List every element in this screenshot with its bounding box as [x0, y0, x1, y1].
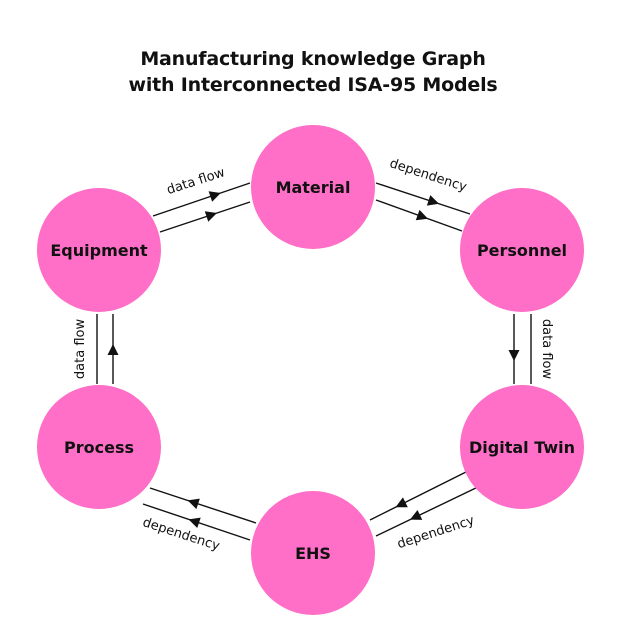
node-process[interactable]: Process [37, 385, 161, 509]
edge-label: data flow [73, 319, 88, 380]
edge-process-to-equipment: data flow [73, 314, 119, 384]
node-label: Personnel [477, 241, 567, 260]
arrowhead-icon [415, 209, 429, 221]
edge-line [152, 182, 251, 217]
edge-line [369, 469, 471, 521]
node-circle[interactable] [37, 188, 161, 312]
arrowhead-icon [395, 497, 408, 508]
diagram-title: Manufacturing knowledge Graph with Inter… [0, 46, 626, 98]
node-circle[interactable] [251, 491, 375, 615]
node-label: Equipment [50, 241, 148, 260]
arrowhead-icon [188, 517, 201, 529]
node-circle[interactable] [251, 125, 375, 249]
edge-label: dependency [396, 513, 477, 552]
edge-digital_twin-to-ehs: dependency [369, 469, 481, 552]
arrowhead-icon [409, 509, 423, 520]
edge-personnel-to-digital_twin: data flow [508, 314, 554, 384]
arrowhead-icon [204, 211, 217, 222]
node-circle[interactable] [37, 385, 161, 509]
title-line-1: Manufacturing knowledge Graph [140, 48, 486, 70]
edge-label: dependency [141, 515, 222, 554]
node-label: Digital Twin [469, 438, 575, 457]
edge-line [159, 201, 251, 233]
node-circle[interactable] [460, 188, 584, 312]
node-label: Process [64, 438, 134, 457]
edge-label: data flow [539, 319, 554, 380]
arrowhead-icon [426, 195, 440, 206]
edge-line [149, 487, 257, 524]
node-personnel[interactable]: Personnel [460, 188, 584, 312]
node-equipment[interactable]: Equipment [37, 188, 161, 312]
arrowhead-icon [208, 191, 221, 202]
edge-material-to-personnel: dependency [375, 156, 471, 232]
edge-line [375, 485, 481, 537]
node-label: Material [276, 178, 351, 197]
edge-ehs-to-process: dependency [141, 487, 257, 554]
node-digital-twin[interactable]: Digital Twin [460, 385, 584, 509]
edge-label: dependency [388, 156, 469, 195]
edge-line [375, 182, 471, 215]
arrowhead-icon [508, 350, 520, 361]
node-label: EHS [295, 544, 331, 563]
node-circle[interactable] [460, 385, 584, 509]
node-material[interactable]: Material [251, 125, 375, 249]
edge-equipment-to-material: data flow [152, 165, 251, 233]
node-ehs[interactable]: EHS [251, 491, 375, 615]
title-line-2: with Interconnected ISA-95 Models [128, 74, 498, 96]
arrowhead-icon [187, 498, 200, 510]
arrowhead-icon [107, 344, 119, 355]
